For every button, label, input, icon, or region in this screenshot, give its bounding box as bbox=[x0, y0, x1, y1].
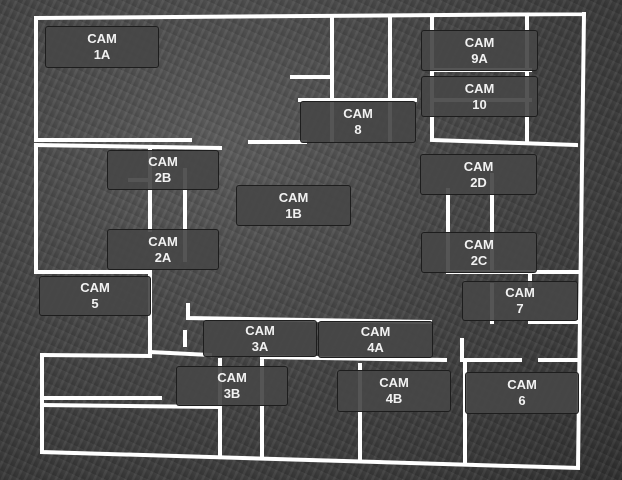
cam-label: CAM bbox=[148, 154, 178, 169]
cam-id: 2C bbox=[470, 252, 488, 268]
cam-label: CAM bbox=[505, 285, 535, 300]
cam-4b-button[interactable]: CAM 4B bbox=[337, 370, 451, 412]
cam-id: 7 bbox=[516, 301, 524, 316]
cam-label: CAM bbox=[360, 323, 391, 339]
cam-label: CAM bbox=[507, 377, 537, 392]
cam-9a-button[interactable]: CAM 9A bbox=[421, 30, 538, 71]
wall-top-left bbox=[34, 75, 417, 144]
cam-label: CAM bbox=[464, 34, 495, 50]
cam-1a-button[interactable]: CAM 1A bbox=[45, 26, 159, 68]
cam-id: 1A bbox=[93, 47, 111, 62]
cam-id: 3A bbox=[251, 338, 269, 354]
cam-4a-button[interactable]: CAM 4A bbox=[318, 321, 433, 358]
cam-label: CAM bbox=[463, 158, 494, 174]
cam-label: CAM bbox=[343, 106, 373, 121]
cam-id: 4A bbox=[367, 339, 384, 355]
cam-6-button[interactable]: CAM 6 bbox=[465, 372, 579, 414]
cam-2a-button[interactable]: CAM 2A bbox=[107, 229, 219, 270]
cam-id: 8 bbox=[354, 122, 362, 137]
cam-id: 2B bbox=[154, 170, 172, 185]
cam-7-button[interactable]: CAM 7 bbox=[462, 281, 578, 321]
cam-id: 10 bbox=[472, 96, 487, 112]
cam-id: 9A bbox=[471, 50, 488, 66]
cam-3b-button[interactable]: CAM 3B bbox=[176, 366, 288, 406]
cam-label: CAM bbox=[148, 233, 178, 249]
cam-id: 1B bbox=[285, 205, 302, 221]
cam-label: CAM bbox=[245, 322, 275, 338]
cam-label: CAM bbox=[217, 370, 247, 385]
cam-id: 2A bbox=[154, 249, 172, 265]
cam-5-button[interactable]: CAM 5 bbox=[39, 276, 151, 316]
cam-8-button[interactable]: CAM 8 bbox=[300, 101, 416, 143]
cam-label: CAM bbox=[464, 236, 494, 252]
cam-id: 5 bbox=[91, 296, 99, 311]
cam-10-button[interactable]: CAM 10 bbox=[421, 76, 538, 117]
cam-label: CAM bbox=[278, 189, 309, 205]
wall-corridor bbox=[39, 303, 580, 362]
cam-3a-button[interactable]: CAM 3A bbox=[203, 320, 317, 357]
cam-label: CAM bbox=[379, 375, 409, 390]
cam-id: 2D bbox=[470, 174, 487, 190]
outer-wall bbox=[33, 11, 587, 471]
cam-2b-button[interactable]: CAM 2B bbox=[107, 150, 219, 190]
cam-label: CAM bbox=[87, 31, 117, 46]
cam-id: 6 bbox=[518, 393, 526, 408]
cam-id: 3B bbox=[223, 386, 241, 401]
wall-bottom bbox=[39, 354, 467, 464]
cam-2d-button[interactable]: CAM 2D bbox=[420, 154, 537, 195]
cam-1b-button[interactable]: CAM 1B bbox=[236, 185, 351, 226]
cam-label: CAM bbox=[80, 280, 110, 295]
cam-2c-button[interactable]: CAM 2C bbox=[421, 232, 537, 273]
cam-label: CAM bbox=[464, 80, 495, 96]
cam-id: 4B bbox=[385, 391, 403, 406]
